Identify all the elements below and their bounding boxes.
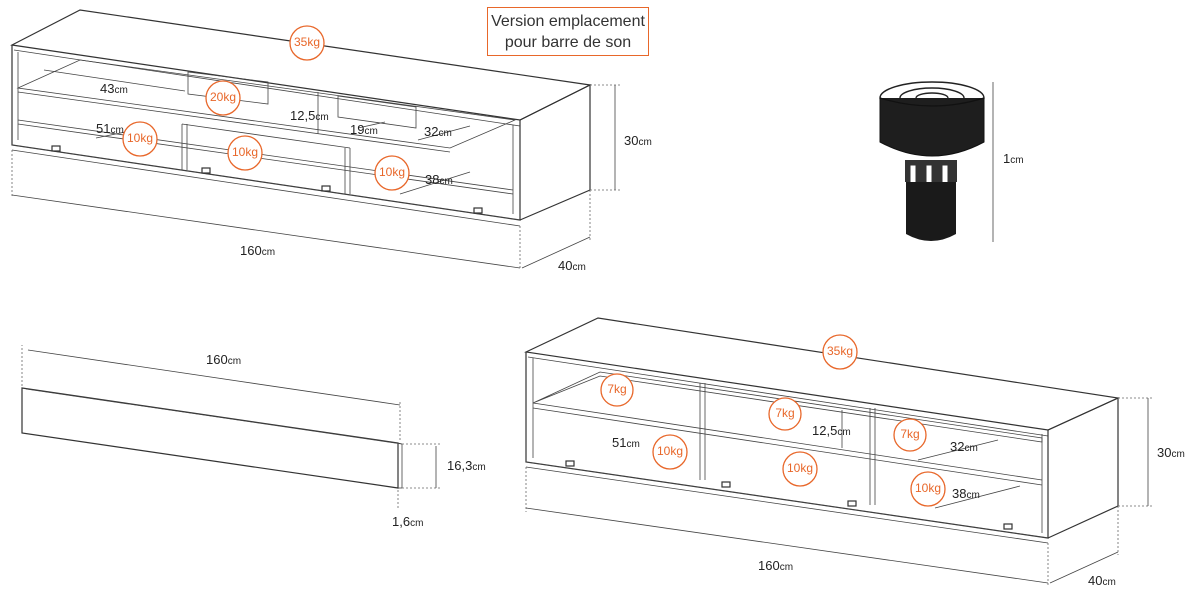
dim-160-width-b: 160cm <box>758 558 793 573</box>
weight-badge <box>893 418 927 452</box>
weight-badge <box>289 25 325 61</box>
top-cabinet <box>10 9 620 270</box>
dim-32: 32cm <box>424 124 452 139</box>
weight-top-label: 35kg <box>294 35 320 49</box>
dim-panel-thickness: 1,6cm <box>392 514 423 529</box>
weight-bottom-2-label: 10kg <box>787 461 813 475</box>
dim-38: 38cm <box>425 172 453 187</box>
weight-right-label: 10kg <box>379 165 405 179</box>
note-line-2: pour barre de son <box>504 34 632 51</box>
weight-badge <box>782 451 818 487</box>
dim-51: 51cm <box>96 121 124 136</box>
dim-panel-width: 160cm <box>206 352 241 367</box>
dim-38-b: 38cm <box>952 486 980 501</box>
weight-middle-label: 10kg <box>232 145 258 159</box>
weight-badge <box>122 121 158 157</box>
weight-bottom-3-label: 10kg <box>915 481 941 495</box>
weight-shelf-3-label: 7kg <box>900 427 919 441</box>
note-line-1: Version emplacement <box>491 13 645 30</box>
dim-51-b: 51cm <box>612 435 640 450</box>
weight-badge <box>374 155 410 191</box>
weight-badge <box>652 434 688 470</box>
weight-left-label: 10kg <box>127 131 153 145</box>
dim-40-depth: 40cm <box>558 258 586 273</box>
dim-30-height-b: 30cm <box>1157 445 1185 460</box>
weight-badge <box>227 135 263 171</box>
dim-12-5: 12,5cm <box>290 108 329 123</box>
weight-badge <box>910 471 946 507</box>
dim-panel-height: 16,3cm <box>447 458 486 473</box>
weight-badge <box>205 80 241 116</box>
dim-160-width: 160cm <box>240 243 275 258</box>
dim-12-5-b: 12,5cm <box>812 423 851 438</box>
dim-40-depth-b: 40cm <box>1088 573 1116 588</box>
soundbar-version-note: Version emplacement pour barre de son <box>487 7 649 56</box>
weight-badge <box>600 373 634 407</box>
bottom-cabinet <box>523 317 1152 586</box>
foot-drawing <box>879 81 994 242</box>
weight-drawer-label: 20kg <box>210 90 236 104</box>
dim-43: 43cm <box>100 81 128 96</box>
dim-19: 19cm <box>350 122 378 137</box>
weight-shelf-1-label: 7kg <box>607 382 626 396</box>
dim-foot-height: 1cm <box>1003 151 1024 166</box>
weight-top-label-2: 35kg <box>827 344 853 358</box>
dim-32-b: 32cm <box>950 439 978 454</box>
dim-30-height: 30cm <box>624 133 652 148</box>
weight-shelf-2-label: 7kg <box>775 406 794 420</box>
panel-drawing <box>21 345 440 510</box>
weight-bottom-1-label: 10kg <box>657 444 683 458</box>
weight-badge <box>768 397 802 431</box>
weight-badge <box>822 334 858 370</box>
